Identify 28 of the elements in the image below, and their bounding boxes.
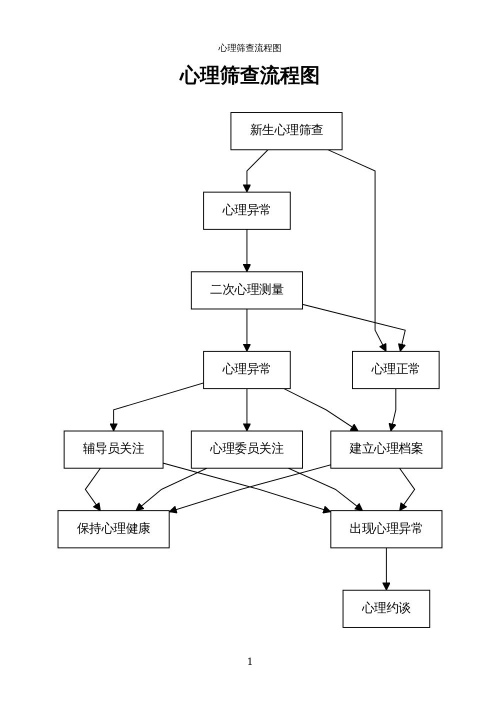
arrow [136,468,208,511]
arrow [388,388,397,432]
node-box: 心理异常 [203,192,291,230]
arrow [327,149,386,352]
page-title: 心理筛查流程图 [180,63,320,87]
node-box: 心理委员关注 [190,430,303,469]
arrow [242,388,252,432]
arrow [109,382,204,432]
node-box: 新生心理筛查 [230,112,343,150]
node-box: 二次心理测量 [190,271,303,310]
arrow [288,468,363,511]
running-header: 心理筛查流程图 [218,44,282,54]
arrow [399,468,416,511]
node-box: 保持心理健康 [58,510,170,548]
node-box: 心理正常 [352,350,440,390]
node-box: 出现心理异常 [330,510,442,548]
page-number: 1 [246,657,254,668]
arrow [242,149,268,193]
arrow [242,308,252,352]
arrow [84,468,101,511]
node-box: 建立心理档案 [330,430,442,469]
node-box: 心理约谈 [342,590,430,628]
arrow [302,304,406,352]
node-box: 心理异常 [203,350,291,390]
node-box: 辅导员关注 [64,430,164,469]
arrow [382,547,391,591]
arrow [242,228,252,272]
arrow [283,388,359,432]
